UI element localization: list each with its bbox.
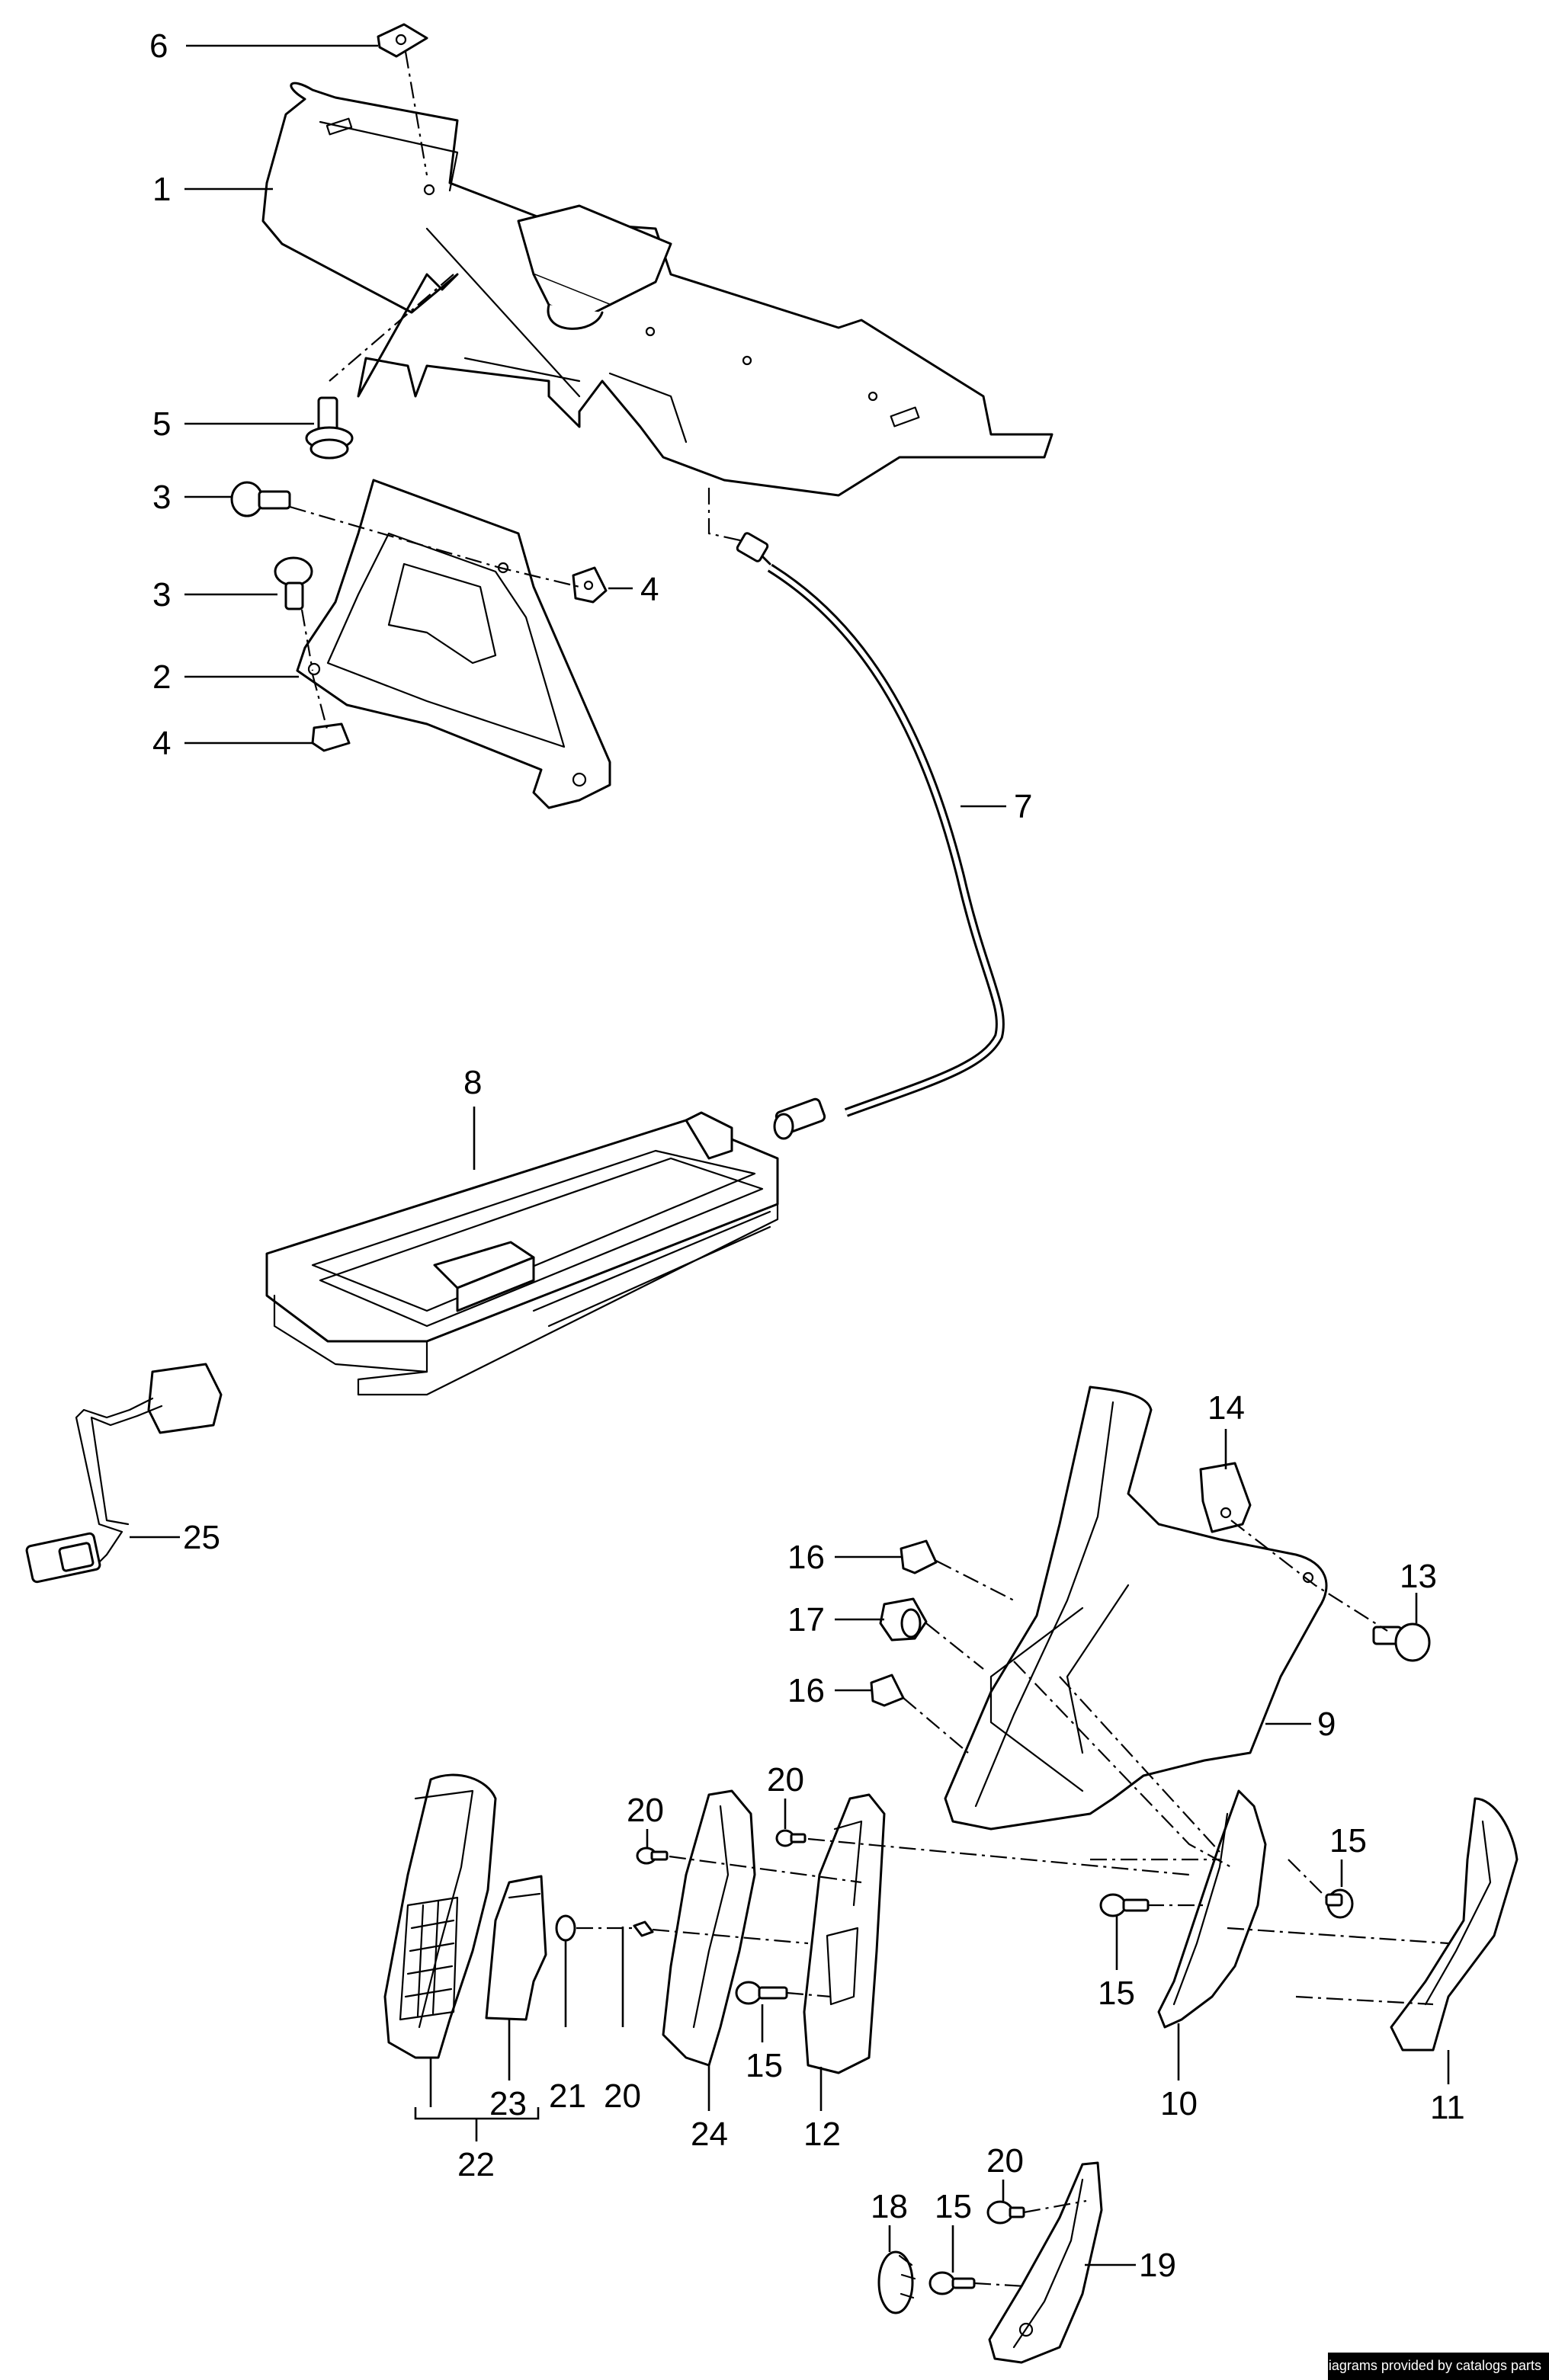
- callout-15-c: 15: [746, 2047, 783, 2084]
- part-21-cap: [555, 1914, 576, 1942]
- part-23-battery: [485, 1875, 547, 2021]
- callout-22: 22: [457, 2146, 495, 2183]
- callout-3-upper: 3: [152, 479, 171, 516]
- part-20-screw-d: [986, 2200, 1025, 2225]
- leader-lines: [130, 44, 1450, 2273]
- credit-bar: [1328, 2353, 1549, 2380]
- callout-11: 11: [1430, 2089, 1465, 2126]
- callout-16-upper: 16: [787, 1539, 825, 1576]
- part-24-cradle: [662, 1789, 756, 2067]
- callout-24: 24: [691, 2116, 728, 2153]
- part-12-console: [803, 1793, 886, 2074]
- part-16-clip-upper: [900, 1539, 938, 1574]
- callout-20-b: 20: [767, 1761, 804, 1799]
- callout-12: 12: [803, 2116, 841, 2153]
- callout-labels: 6 1 5 3 3 4 2 4 7 8 25 14 13 16 17 16 9 …: [149, 27, 1465, 2284]
- callout-23: 23: [489, 2085, 527, 2122]
- part-16-clip-lower: [870, 1674, 905, 1707]
- part-15-screw-c: [735, 1981, 788, 2005]
- part-17-grommet: [879, 1597, 928, 1642]
- callout-4-lower: 4: [152, 725, 171, 762]
- callout-9: 9: [1317, 1706, 1336, 1743]
- part-20-screw-c: [633, 1920, 654, 1937]
- part-7-cable: [736, 532, 1005, 1140]
- part-3-screw-lower: [274, 556, 313, 610]
- callout-6: 6: [149, 27, 168, 65]
- callout-7: 7: [1014, 788, 1032, 825]
- callout-8: 8: [463, 1064, 482, 1101]
- part-5-bolt: [305, 396, 354, 460]
- part-1-mounting-tray: [261, 82, 1054, 497]
- callout-20-d: 20: [986, 2142, 1024, 2180]
- part-20-screw-b: [775, 1829, 807, 1847]
- callout-18: 18: [871, 2188, 908, 2225]
- credit-text: Diagrams provided by catalogs parts: [1318, 2358, 1541, 2373]
- callout-15-d: 15: [935, 2188, 972, 2225]
- part-15-screw-a: [1325, 1888, 1354, 1919]
- callout-15-a: 15: [1329, 1822, 1367, 1859]
- callout-2: 2: [152, 658, 171, 696]
- part-14-clip: [1199, 1462, 1252, 1533]
- part-4-nut-upper: [572, 566, 608, 604]
- part-19-cover-strip: [988, 2161, 1103, 2364]
- assembly-lines: [289, 51, 1449, 2288]
- part-6-clip: [377, 23, 428, 58]
- callout-19: 19: [1139, 2247, 1176, 2284]
- part-22-handset: [383, 1773, 497, 2059]
- callout-15-b: 15: [1098, 1975, 1135, 2012]
- callout-20-c: 20: [604, 2077, 641, 2115]
- part-15-screw-b: [1099, 1893, 1150, 1917]
- callout-13: 13: [1400, 1558, 1437, 1595]
- callout-14: 14: [1207, 1389, 1245, 1427]
- part-3-screw-upper: [230, 481, 291, 517]
- part-13-bolt: [1372, 1622, 1431, 1662]
- callout-21: 21: [549, 2077, 586, 2115]
- callout-25: 25: [183, 1519, 220, 1556]
- callout-10: 10: [1160, 2085, 1198, 2122]
- part-8-control-unit: [265, 1111, 779, 1396]
- callout-4-upper: 4: [640, 571, 659, 608]
- part-10-console-bracket: [1157, 1789, 1267, 2029]
- part-15-screw-d: [928, 2271, 976, 2295]
- part-9-trim-panel: [944, 1385, 1328, 1831]
- part-25-harness: [25, 1363, 223, 1584]
- callout-1: 1: [152, 171, 171, 208]
- callout-3-lower: 3: [152, 576, 171, 613]
- part-11-cover: [1390, 1797, 1519, 2052]
- part-2-frame-bracket: [296, 479, 611, 809]
- part-4-nut-lower: [311, 722, 351, 752]
- part-20-screw-a: [636, 1847, 669, 1865]
- callout-20-a: 20: [627, 1792, 664, 1829]
- callout-17: 17: [787, 1601, 825, 1638]
- part-18-clip: [877, 2250, 916, 2314]
- callout-5: 5: [152, 405, 171, 443]
- callout-16-lower: 16: [787, 1672, 825, 1709]
